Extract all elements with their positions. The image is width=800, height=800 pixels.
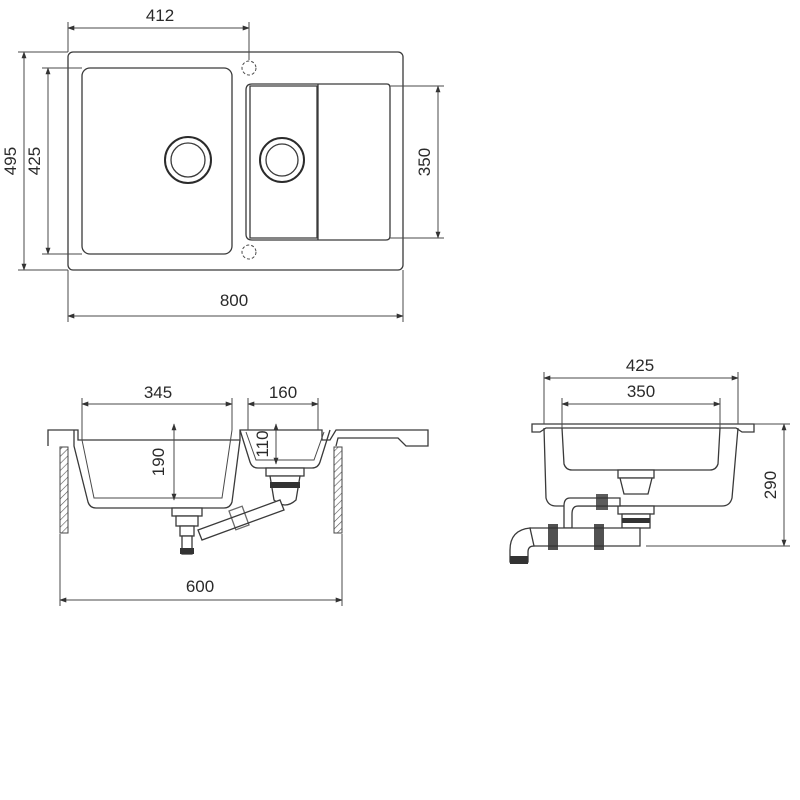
dim-inner-depth-label: 350	[627, 382, 655, 401]
tap-hole-icon	[241, 60, 257, 76]
side-drain-fitting-lower	[617, 505, 655, 515]
main-drain-fitting	[171, 507, 203, 517]
small-drain-fitting	[265, 467, 305, 477]
dim-small-bowl-width-label: 160	[269, 383, 297, 402]
dim-main-bowl-width-label: 345	[144, 383, 172, 402]
dim-outer-depth-label: 425	[626, 356, 654, 375]
front-main-bowl	[73, 430, 241, 509]
dim-small-bowl-depth-label: 350	[415, 148, 434, 176]
overflow-hole-icon	[241, 244, 257, 260]
sink-front-profile	[47, 429, 429, 447]
main-bowl	[81, 67, 233, 255]
cabinet-wall-left	[59, 446, 69, 534]
top-view: 412 495 425 350 800	[1, 6, 444, 322]
side-waste-pipe	[529, 527, 641, 547]
dim-bowl-offset-label: 412	[146, 6, 174, 25]
connecting-pipe	[197, 499, 285, 541]
dim-bowl-depth-label: 425	[25, 147, 44, 175]
dim-total-height-label: 290	[761, 471, 780, 499]
dim-overall-depth-label: 495	[1, 147, 20, 175]
side-inner-bowl	[561, 427, 721, 471]
small-drain-icon	[259, 137, 305, 183]
dim-overall-width-label: 800	[220, 291, 248, 310]
dim-cabinet-width-label: 600	[186, 577, 214, 596]
cabinet-wall-right	[333, 446, 343, 534]
front-view: 345 160 190 110 600	[47, 383, 429, 606]
dim-main-bowl-height-label: 190	[149, 448, 168, 476]
small-bowl	[249, 85, 318, 239]
side-view: 425 350 290	[509, 356, 790, 564]
main-drain-icon	[164, 136, 212, 184]
sink-outline	[67, 51, 404, 271]
side-drain-fitting-upper	[617, 469, 655, 479]
dim-small-bowl-height-label: 110	[253, 430, 272, 457]
sink-side-profile	[531, 423, 755, 433]
